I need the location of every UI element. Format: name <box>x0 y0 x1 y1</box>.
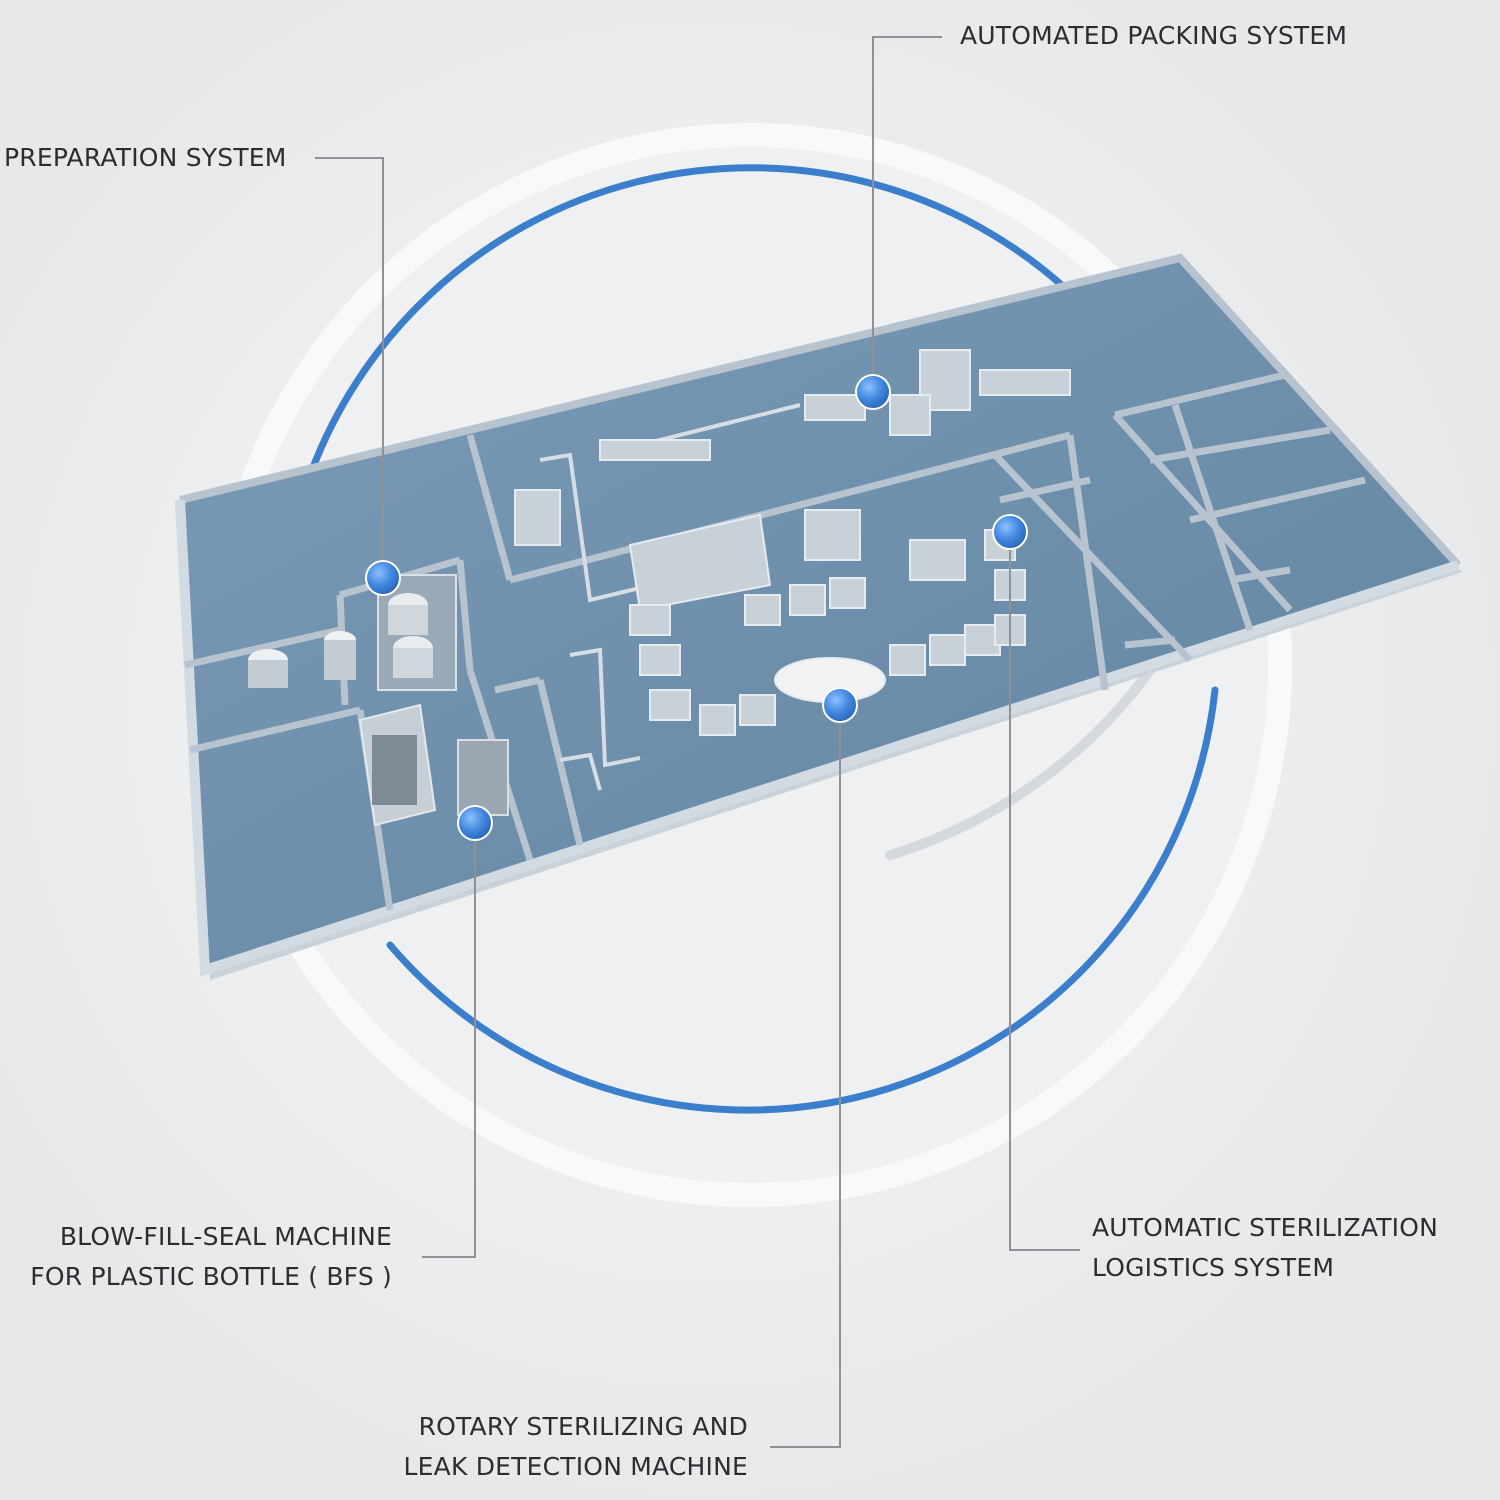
outer-wall <box>179 253 1461 568</box>
packing-line-equipment <box>599 349 1071 461</box>
marker-bfs <box>457 805 493 841</box>
label-automated-packing-system: AUTOMATED PACKING SYSTEM <box>960 21 1348 50</box>
leader-sterilization-logistics <box>1009 532 1080 1251</box>
label-automatic-sterilization-logistics: AUTOMATIC STERILIZATION LOGISTICS SYSTEM <box>1092 1213 1439 1282</box>
label-preparation-system: PREPARATION SYSTEM <box>4 143 287 172</box>
preparation-equipment <box>248 574 457 691</box>
interior-walls <box>184 371 1366 911</box>
leader-lines <box>315 36 1080 1448</box>
leader-automated-packing <box>872 36 942 392</box>
blue-ring-bottom <box>386 686 1219 1114</box>
marker-preparation <box>365 560 401 596</box>
label-rotary-sterilizing-leak-detection: ROTARY STERILIZING AND LEAK DETECTION MA… <box>403 1412 748 1481</box>
blue-ring-top <box>308 164 1069 474</box>
label-blow-fill-seal-machine: BLOW-FILL-SEAL MACHINE FOR PLASTIC BOTTL… <box>30 1222 392 1291</box>
markers <box>365 374 1028 841</box>
leader-preparation <box>315 157 384 578</box>
marker-rotary <box>822 687 858 723</box>
marker-sterilization-logistics <box>992 514 1028 550</box>
leader-bfs <box>422 823 476 1258</box>
bfs-machine-equipment <box>358 703 509 827</box>
front-wall <box>175 499 1460 977</box>
marker-automated-packing <box>855 374 891 410</box>
leader-rotary <box>770 705 841 1448</box>
